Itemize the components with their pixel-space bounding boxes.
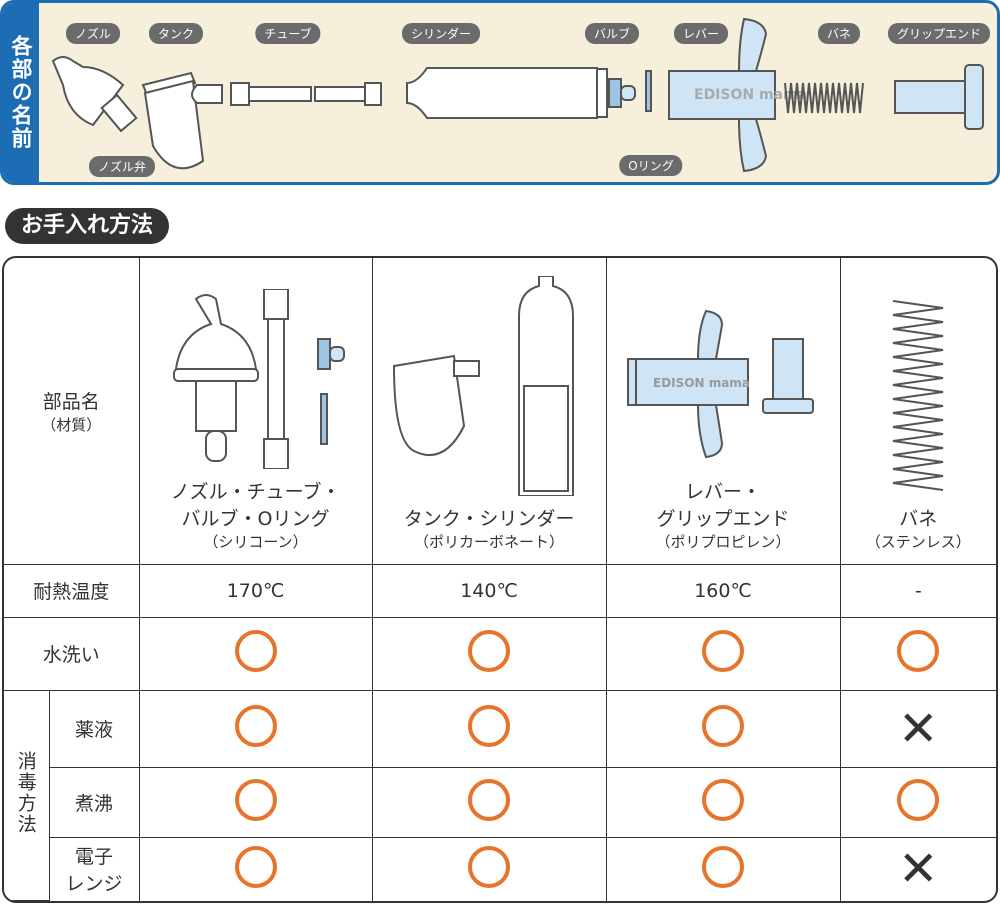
row-label-line1: 電子 [75,846,114,868]
label-bulb: バルブ [584,23,640,44]
column-polycarbonate: タンク・シリンダー （ポリカーボネート） [371,258,607,565]
header-sub: （材質） [41,415,102,434]
ok-circle-icon [468,630,511,672]
header-label-cell: 部品名 （材質） [4,258,140,565]
svg-text:EDISON mama: EDISON mama [653,376,750,390]
section-title: お手入れ方法 [5,208,170,244]
header-label: 部品名 [42,390,100,413]
ok-circle-icon [702,845,745,888]
column-material: （ポリカーボネート） [414,532,565,551]
row-boil: 煮沸 [4,766,996,838]
label-cylinder: シリンダー [401,23,481,44]
parts-panel-title: 各部の名前 [3,3,39,182]
row-label: 煮沸 [49,766,140,838]
column-silicone: ノズル・チューブ・バルブ・Oリング （シリコーン） [138,258,373,565]
lever-grip-icon: EDISON mama [627,309,815,458]
ng-cross-icon: ✕ [898,841,939,897]
label-nozzle-valve: ノズル弁 [88,156,156,177]
column-material: （シリコーン） [203,532,308,551]
heat-value: 170℃ [138,563,373,618]
row-label: 電子レンジ [49,836,140,901]
row-chemical: 消毒方法 薬液 ✕ [4,689,996,901]
ok-circle-icon [702,705,745,747]
tank-cylinder-icon [393,275,575,496]
row-label-line2: レンジ [65,873,123,895]
row-heat: 耐熱温度 170℃ 140℃ 160℃ - [4,563,996,618]
label-tank: タンク [148,23,204,44]
row-label: 薬液 [48,689,140,768]
ok-circle-icon [702,778,745,821]
row-label: 水洗い [4,616,140,691]
label-lever: レバー [673,23,729,44]
column-name-line2: タンク・シリンダー [403,507,575,530]
ok-circle-icon [468,705,511,747]
heat-value: 160℃ [605,563,841,618]
column-name-line1: ノズル・チューブ・ [170,480,341,503]
label-tube: チューブ [255,23,321,44]
label-grip-end: グリップエンド [887,23,991,44]
column-material: （ポリプロピレン） [655,532,791,551]
label-o-ring: Oリング [619,155,683,176]
column-name-line2: バネ [899,507,938,530]
ok-circle-icon [468,778,511,821]
svg-text:EDISON mama: EDISON mama [694,87,807,103]
spring-icon [893,299,944,491]
row-label: 耐熱温度 [4,563,140,618]
label-nozzle: ノズル [65,23,121,44]
ok-circle-icon [897,778,940,821]
heat-value: - [839,563,996,618]
column-name-line2: グリップエンド [656,507,790,530]
parts-panel: 各部の名前 EDISON mama ノズル ノズル弁 タンク チューブ シリンダ… [0,0,1000,185]
ok-circle-icon [234,845,277,888]
row-wash: 水洗い [4,616,996,691]
ng-cross-icon: ✕ [898,700,939,757]
parts-illustration: EDISON mama [51,17,984,173]
ok-circle-icon [468,845,511,888]
heat-value: 140℃ [371,563,607,618]
column-stainless: バネ （ステンレス） [839,258,996,565]
column-name-line1: レバー・ [685,480,762,503]
column-name-line2: バルブ・Oリング [181,507,330,530]
ok-circle-icon [702,630,745,672]
row-microwave: 電子レンジ ✕ [4,836,996,901]
care-table: 部品名 （材質） ノズル・チューブ・バルブ・Oリング （シリコーン） タンク・シリン… [2,256,998,903]
column-material: （ステンレス） [865,532,971,551]
ok-circle-icon [234,705,277,747]
ok-circle-icon [897,630,940,672]
silicone-parts-icon [172,288,345,469]
column-polypropylene: EDISON mama レバー・グリップエンド （ポリプロピレン） [605,258,841,565]
ok-circle-icon [234,778,277,821]
ok-circle-icon [234,630,277,672]
label-spring: バネ [817,23,861,44]
disinfect-group-label: 消毒方法 [14,750,37,835]
